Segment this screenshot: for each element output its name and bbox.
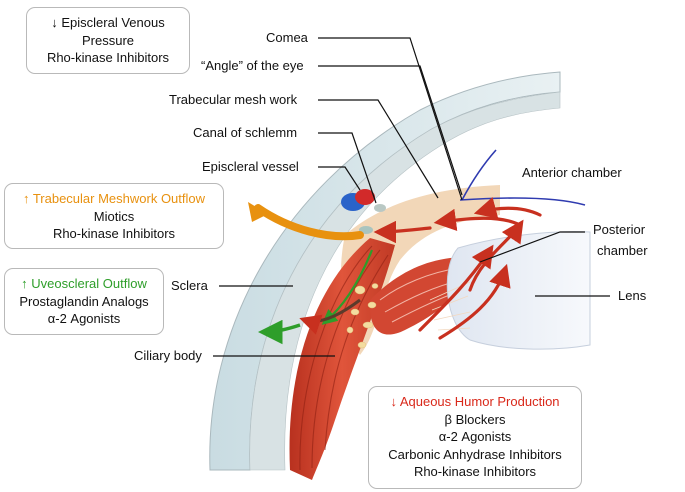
trabecular-drug-1: Miotics — [93, 208, 135, 224]
aqueous-production-box: ↓ Aqueous Humor Production β Blockers α-… — [368, 386, 582, 489]
label-sclera: Sclera — [171, 278, 208, 293]
uveoscleral-drug-1: Prostaglandin Analogs — [19, 293, 149, 309]
trabecular-outflow-title: ↑ Trabecular Meshwork Outflow — [22, 191, 206, 206]
label-trabecular: Trabecular mesh work — [169, 92, 298, 107]
label-posterior-chamber-2: chamber — [597, 243, 648, 258]
canal-of-schlemm-drawing — [374, 204, 386, 212]
uveoscleral-outflow-box: ↑ Uveoscleral Outflow Prostaglandin Anal… — [4, 268, 164, 335]
aqueous-drug-4: Rho-kinase Inhibitors — [413, 464, 537, 479]
aqueous-drug-3: Carbonic Anhydrase Inhibitors — [388, 446, 562, 462]
episcleral-venous-box: ↓ Episcleral Venous Pressure Rho-kinase … — [26, 7, 190, 74]
label-angle: “Angle” of the eye — [201, 58, 304, 73]
episcleral-venous-drug: Rho-kinase Inhibitors — [46, 50, 170, 65]
label-schlemm: Canal of schlemm — [193, 125, 298, 140]
trabecular-flow-arrow — [254, 204, 364, 241]
ciliary-muscle — [289, 238, 395, 480]
uveoscleral-outflow-title: ↑ Uveoscleral Outflow — [21, 276, 147, 291]
label-episcleral-vessel: Episcleral vessel — [202, 159, 299, 174]
label-anterior-chamber: Anterior chamber — [522, 165, 622, 180]
aqueous-drug-1: β Blockers — [444, 411, 506, 427]
aqueous-flow-arrows — [373, 197, 542, 340]
episcleral-vessel-drawing — [341, 189, 375, 211]
aqueous-production-title: ↓ Aqueous Humor Production — [390, 394, 560, 409]
label-cornea: Comea — [266, 30, 308, 45]
label-ciliary-body: Ciliary body — [134, 348, 202, 363]
uveoscleral-drug-2: α-2 Agonists — [47, 311, 121, 326]
trabecular-outflow-box: ↑ Trabecular Meshwork Outflow Miotics Rh… — [4, 183, 224, 249]
trabecular-drug-2: Rho-kinase Inhibitors — [52, 226, 176, 241]
aqueous-drug-2: α-2 Agonists — [438, 429, 512, 444]
label-lens: Lens — [618, 288, 647, 303]
ciliary-body-spots — [346, 283, 379, 349]
leader-lines — [213, 37, 610, 357]
label-posterior-chamber-1: Posterior — [593, 222, 646, 237]
episcleral-venous-title: ↓ Episcleral Venous Pressure — [51, 15, 165, 48]
sclera-shape — [249, 91, 561, 471]
